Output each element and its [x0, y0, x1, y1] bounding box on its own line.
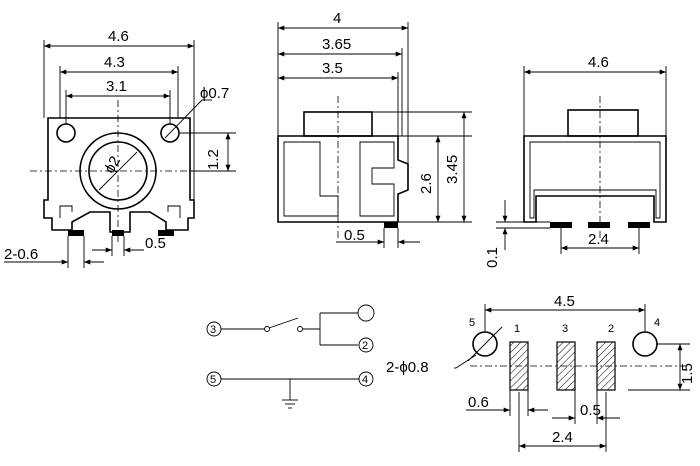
side-dim-total: 4 [333, 10, 341, 27]
footprint-label-3: 3 [562, 323, 568, 335]
side-dim-body: 3.65 [322, 36, 351, 53]
right-dim-standoff: 0.1 [484, 247, 501, 268]
footprint-dim-hole: 2-ϕ0.8 [386, 359, 429, 376]
front-dim-hole-inner: 3.1 [106, 78, 127, 95]
side-dim-inner: 3.5 [322, 60, 343, 77]
footprint-dim-pitch: 2.4 [552, 429, 573, 446]
side-dim-height-total: 3.45 [444, 155, 461, 184]
side-view: 4 3.65 3.5 2.6 3.45 0.5 [277, 10, 472, 248]
footprint-label-4: 4 [654, 317, 660, 329]
side-dim-height-inner: 2.6 [418, 173, 435, 194]
front-dim-hole-span: 4.3 [104, 54, 125, 71]
footprint-label-5: 5 [469, 317, 475, 329]
right-dim-pitch: 2.4 [588, 231, 609, 248]
schematic-pin-5: 5 [210, 374, 216, 386]
footprint-dim-height: 1.5 [679, 363, 696, 384]
right-view: 4.6 2.4 0.1 [484, 54, 667, 268]
right-dim-width: 4.6 [588, 54, 609, 71]
footprint-dim-pad-gap: 0.5 [580, 402, 601, 419]
front-dim-hole-dia: ϕ0.7 [200, 85, 229, 102]
front-view: 4.6 4.3 3.1 ϕ0.7 ϕ2 1.2 2-0.6 0.5 [4, 28, 236, 268]
footprint-dim-pad-width: 0.6 [468, 394, 489, 411]
schematic-pin-3: 3 [210, 324, 216, 336]
footprint-label-1: 1 [514, 323, 520, 335]
switch-schematic: 3 2 5 4 [206, 304, 375, 409]
front-dim-total-width: 4.6 [108, 28, 129, 45]
pcb-footprint: 5 4 1 3 2 4.5 2-ϕ0.8 1.5 0.6 0.5 [386, 293, 696, 452]
footprint-label-2: 2 [608, 323, 614, 335]
schematic-pin-2: 2 [362, 340, 368, 352]
front-dim-leg-width: 2-0.6 [4, 246, 38, 263]
front-dim-actuator-dia: ϕ2 [101, 153, 124, 176]
schematic-pin-4: 4 [362, 374, 368, 386]
footprint-dim-span: 4.5 [554, 293, 575, 310]
front-dim-hole-height: 1.2 [205, 149, 222, 170]
front-dim-leg-gap: 0.5 [145, 235, 166, 252]
side-dim-bottom: 0.5 [344, 227, 365, 244]
